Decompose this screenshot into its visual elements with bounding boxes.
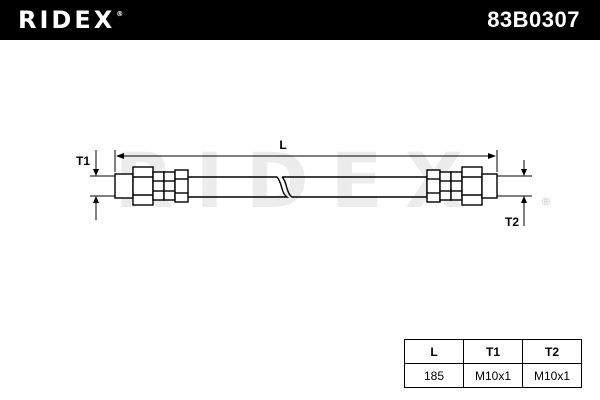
brand-logo: RIDEX® [18,5,123,41]
left-fitting [114,166,189,206]
watermark-registered-mark: ® [541,195,552,208]
t1-dimension-label: T1 [76,154,90,168]
length-dimension-label: L [279,138,286,152]
brand-logo-text: RIDEX [18,6,116,34]
length-dimension [116,153,496,159]
brand-registered-mark: ® [116,10,124,18]
spec-header-l: L [404,339,464,364]
t2-dimension-label: T2 [505,215,519,229]
spec-value-t1: M10x1 [463,363,523,388]
part-number: 83B0307 [487,7,580,32]
right-fitting [426,166,498,206]
spec-table-header-row: L T1 T2 [404,339,582,364]
header-bar: RIDEX® 83B0307 [0,0,600,40]
brake-hose-drawing: RIDEX ® L T1 [76,136,552,229]
spec-table-value-row: 185 M10x1 M10x1 [404,363,582,388]
spec-value-t2: M10x1 [522,363,582,388]
hose-body [188,176,428,198]
spec-header-t2: T2 [522,339,582,364]
spec-table: L T1 T2 185 M10x1 M10x1 [404,339,582,388]
spec-value-l: 185 [404,363,464,388]
spec-header-t1: T1 [463,339,523,364]
